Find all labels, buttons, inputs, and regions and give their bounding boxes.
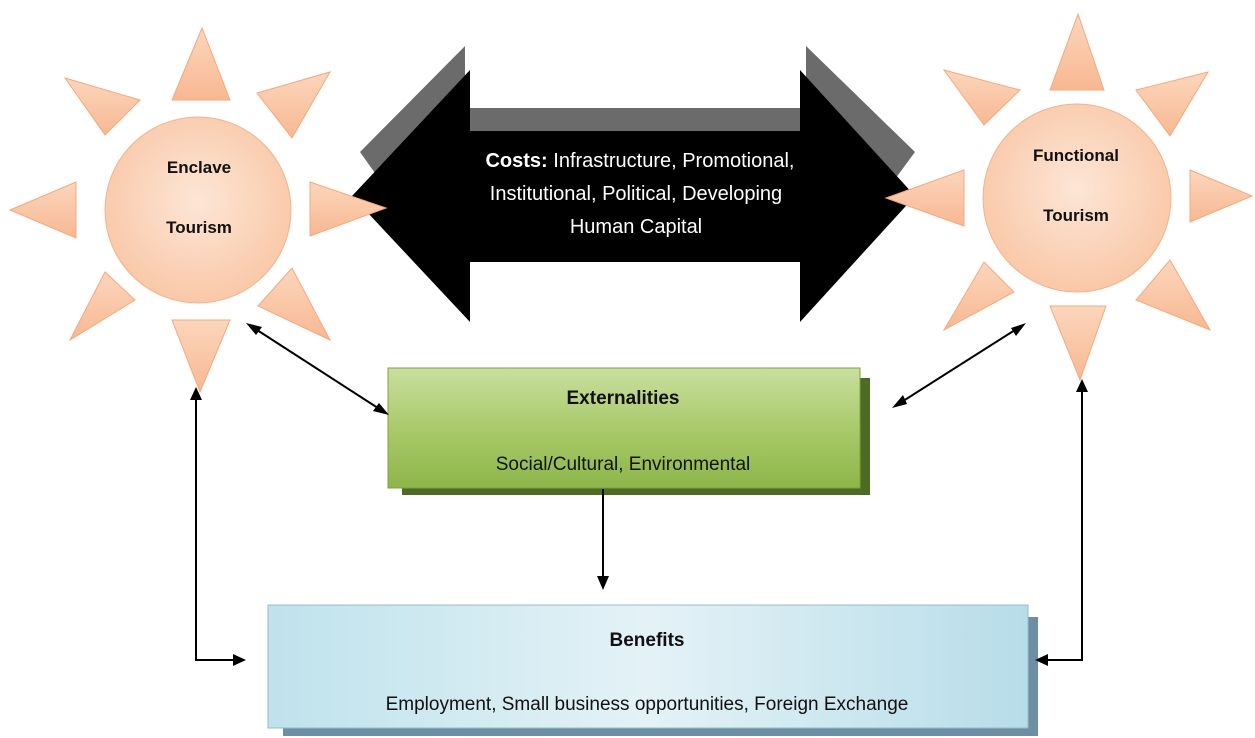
externalities-box: Externalities Social/Cultural, Environme… xyxy=(387,367,870,495)
functional-label-line1: Functional xyxy=(1033,146,1119,165)
sun-ray xyxy=(68,271,136,342)
sun-ray xyxy=(1049,12,1105,91)
externalities-title: Externalities xyxy=(567,388,680,409)
connectors xyxy=(190,323,1088,666)
sun-ray xyxy=(309,181,388,237)
costs-arrow-shape xyxy=(352,70,915,322)
functional-sun-core xyxy=(982,103,1172,293)
costs-line-2: Institutional, Political, Developing xyxy=(490,183,782,205)
costs-double-arrow: Costs: Infrastructure, Promotional, Inst… xyxy=(352,46,915,322)
benefits-panel xyxy=(267,604,1029,729)
costs-line-3: Human Capital xyxy=(570,216,702,238)
sun-ray xyxy=(8,181,77,239)
enclave-sun-core xyxy=(104,116,292,304)
benefits-title: Benefits xyxy=(610,630,685,651)
sun-ray xyxy=(1049,305,1107,382)
sun-ray xyxy=(942,69,1021,126)
enclave-label-line2: Tourism xyxy=(166,218,232,237)
sun-ray xyxy=(1189,169,1254,223)
sun-ray xyxy=(63,77,141,136)
sun-ray xyxy=(1135,259,1212,332)
enclave-tourism-sun: Enclave Tourism xyxy=(8,26,388,394)
costs-line-1: Costs: Infrastructure, Promotional, xyxy=(485,150,794,172)
externalities-panel xyxy=(387,367,861,489)
sun-ray xyxy=(1135,71,1210,137)
benefits-text: Employment, Small business opportunities… xyxy=(386,694,909,715)
externalities-text: Social/Cultural, Environmental xyxy=(496,454,751,475)
enclave-label-line1: Enclave xyxy=(167,158,231,177)
sun-ray xyxy=(942,261,1015,332)
sun-ray xyxy=(171,26,231,101)
sun-ray xyxy=(171,319,231,394)
functional-label-line2: Tourism xyxy=(1043,206,1109,225)
benefits-box: Benefits Employment, Small business oppo… xyxy=(267,604,1038,736)
externalities-benefits-connector xyxy=(597,489,609,590)
functional-externalities-connector xyxy=(892,323,1026,408)
functional-benefits-connector xyxy=(1035,379,1088,666)
enclave-externalities-connector xyxy=(246,323,389,415)
sun-ray xyxy=(884,169,965,227)
sun-ray xyxy=(256,71,332,139)
functional-tourism-sun: Functional Tourism xyxy=(884,12,1254,382)
sun-ray xyxy=(257,267,332,342)
enclave-benefits-connector xyxy=(190,387,246,666)
